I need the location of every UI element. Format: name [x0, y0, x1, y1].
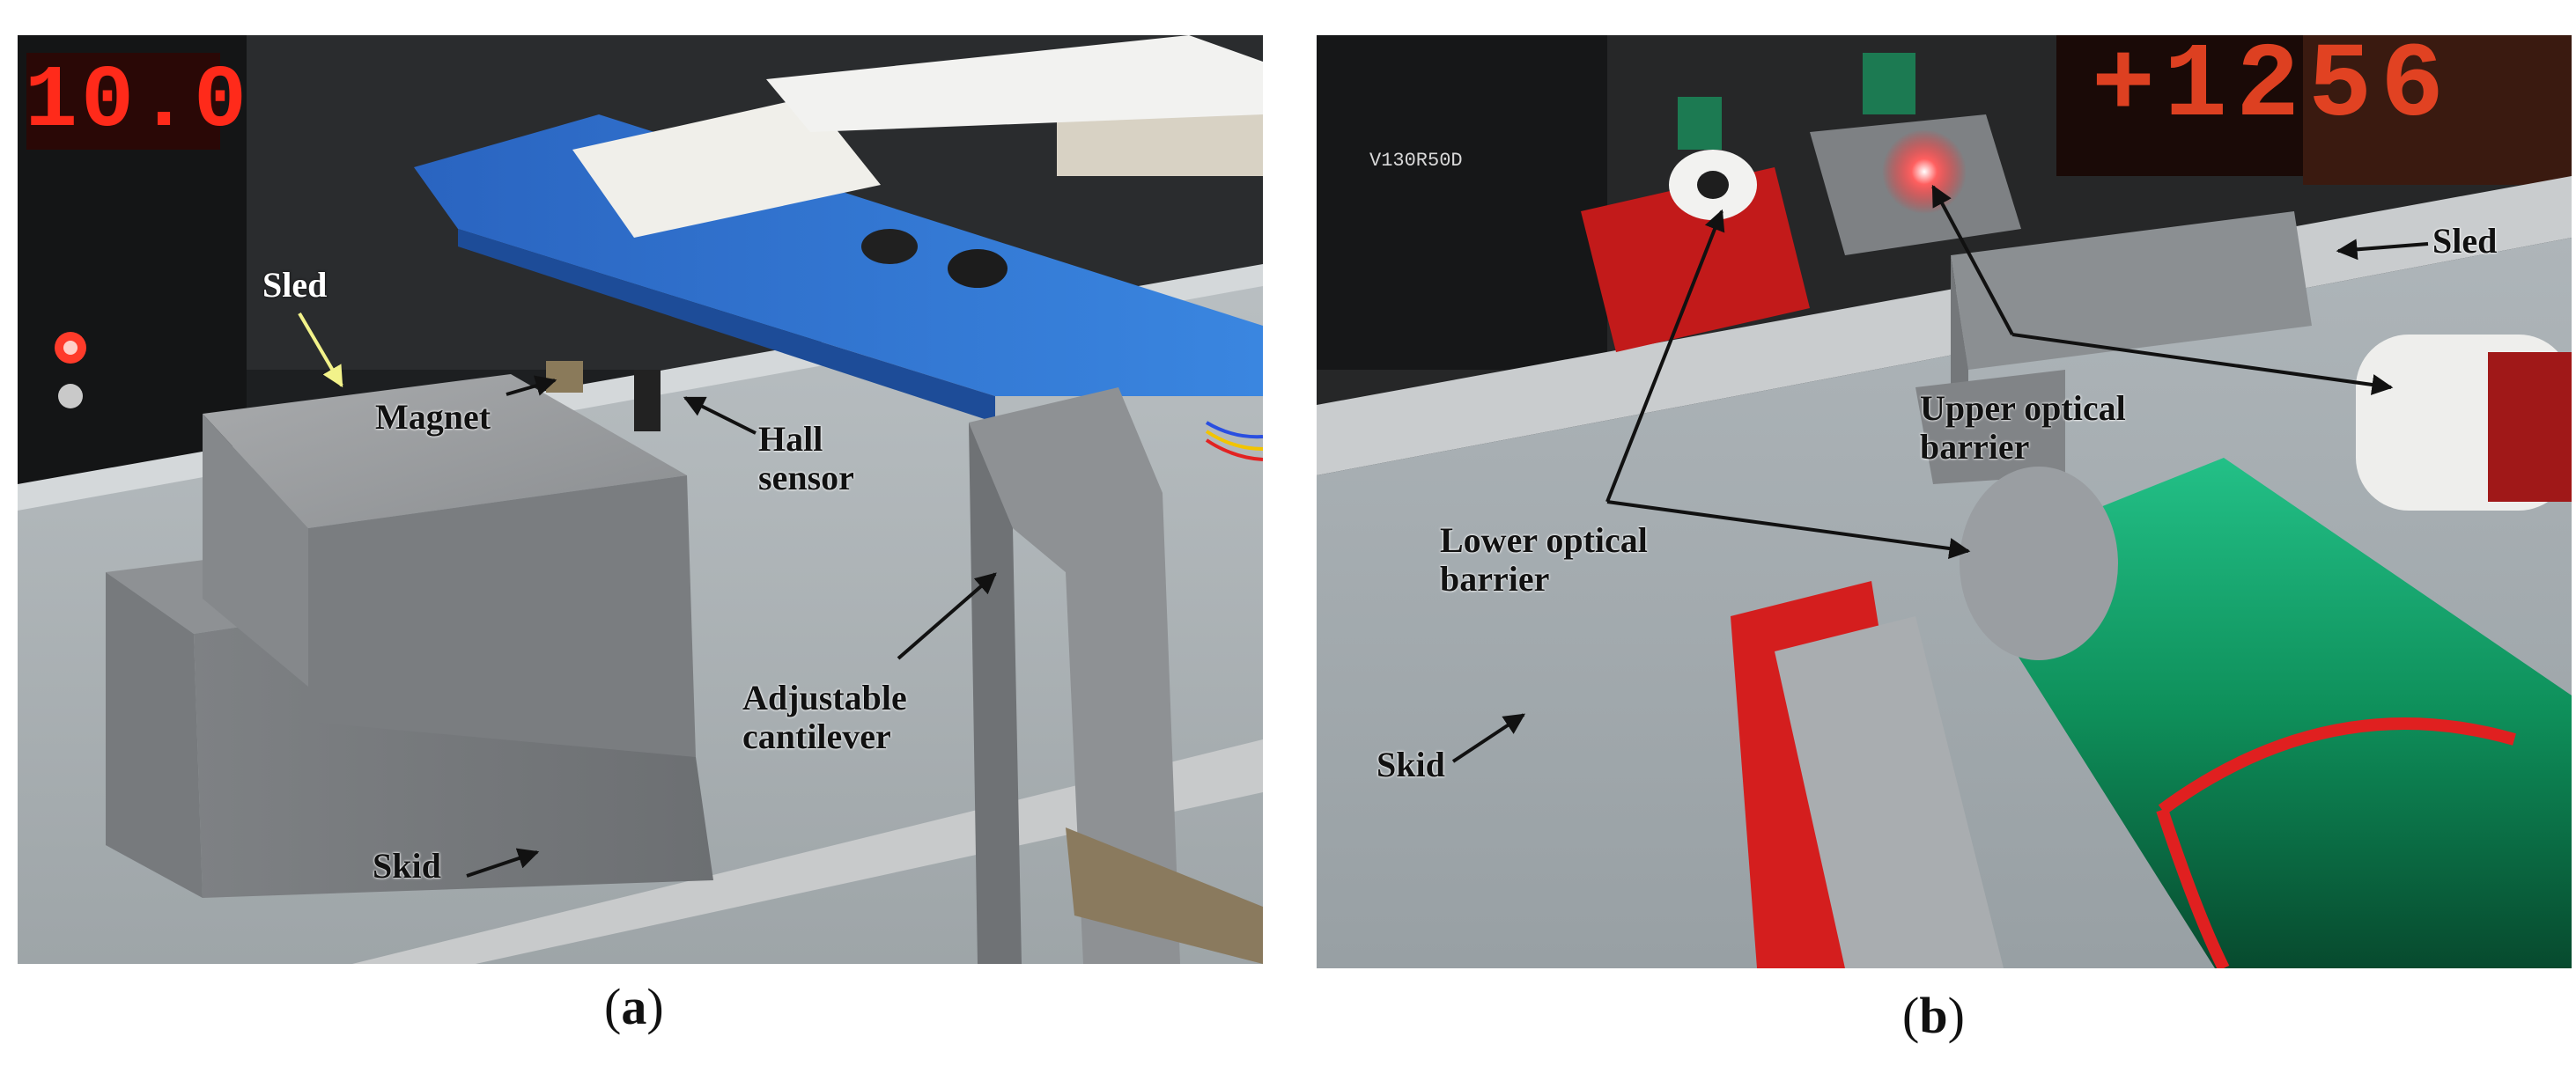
label-sled-a: Sled: [262, 265, 328, 305]
caption-a: (a): [604, 977, 664, 1036]
label-skid-b: Skid: [1377, 745, 1445, 784]
photo-panel-a: 10.0 Sled Magnet Hall sensor Adjustable …: [18, 35, 1263, 964]
caption-a-open: (: [604, 978, 622, 1035]
caption-b-open: (: [1902, 987, 1920, 1044]
label-magnet: Magnet: [375, 397, 491, 437]
device-label: V130R50D: [1369, 150, 1463, 172]
caption-a-letter: a: [621, 978, 647, 1035]
label-skid-a: Skid: [373, 846, 441, 886]
caption-b-close: ): [1947, 987, 1965, 1044]
photo-a-scene: [18, 35, 1263, 964]
photo-panel-b: V130R50D +1256 Sled Upper optical barrie…: [1317, 35, 2572, 968]
label-sled-b: Sled: [2432, 221, 2498, 261]
label-hall-sensor: Hall sensor: [758, 419, 854, 497]
label-adjustable-cantilever: Adjustable cantilever: [742, 678, 907, 756]
caption-b-letter: b: [1919, 987, 1948, 1044]
display-readout-a: 10.0: [25, 53, 251, 152]
photo-b-scene: [1317, 35, 2572, 968]
caption-a-close: ): [646, 978, 664, 1035]
label-upper-optical-barrier: Upper optical barrier: [1920, 388, 2126, 467]
label-lower-optical-barrier: Lower optical barrier: [1440, 520, 1648, 599]
caption-b: (b): [1902, 986, 1965, 1045]
display-readout-b: +1256: [2092, 35, 2454, 147]
